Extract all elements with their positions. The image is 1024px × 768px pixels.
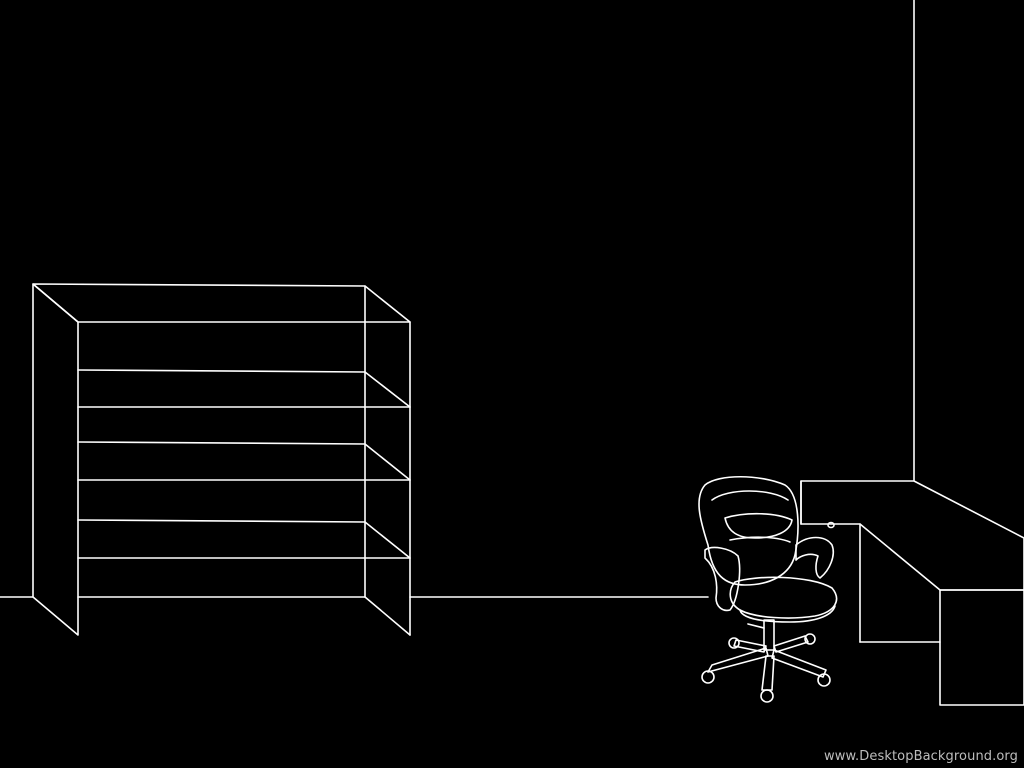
- bookshelf-left-side: [32, 283, 79, 636]
- chair-leg-left: [707, 647, 769, 673]
- shelf-3: [77, 519, 411, 559]
- office-chair: [698, 475, 838, 703]
- bookshelf-top: [32, 283, 411, 323]
- chair-leg-back-left: [733, 639, 767, 653]
- chair-lever: [747, 623, 765, 629]
- chair-seat: [729, 576, 838, 619]
- chair-backrest-cushion-2: [729, 536, 791, 543]
- chair-seat-edge: [739, 605, 836, 623]
- chair-armrest-left: [704, 546, 741, 612]
- chair-leg-right: [771, 649, 827, 678]
- chair-caster-right: [817, 673, 831, 687]
- chair-leg-back-right: [773, 635, 809, 653]
- chair-caster-front: [760, 689, 774, 703]
- bookshelf-bottom-right: [364, 596, 411, 636]
- chair-armrest-right: [795, 536, 835, 579]
- desk: [800, 480, 1024, 706]
- desk-drawer-knob: [827, 521, 835, 529]
- chair-backrest-inner-top: [711, 490, 789, 501]
- chair-caster-left: [701, 670, 715, 684]
- shelf-1: [77, 369, 411, 408]
- chair-caster-back-left: [728, 637, 740, 649]
- desk-front-panel: [939, 589, 1024, 706]
- watermark-text: www.DesktopBackground.org: [824, 749, 1018, 764]
- chair-backrest-cushion-1: [724, 512, 793, 539]
- room-edges: [0, 0, 915, 598]
- chair-post: [763, 619, 775, 651]
- bookshelf: [32, 283, 411, 636]
- chair-caster-back-right: [804, 633, 816, 645]
- chair-backrest: [698, 475, 799, 586]
- desk-top: [800, 480, 1024, 591]
- chair-leg-front: [761, 655, 775, 691]
- shelf-2: [77, 441, 411, 481]
